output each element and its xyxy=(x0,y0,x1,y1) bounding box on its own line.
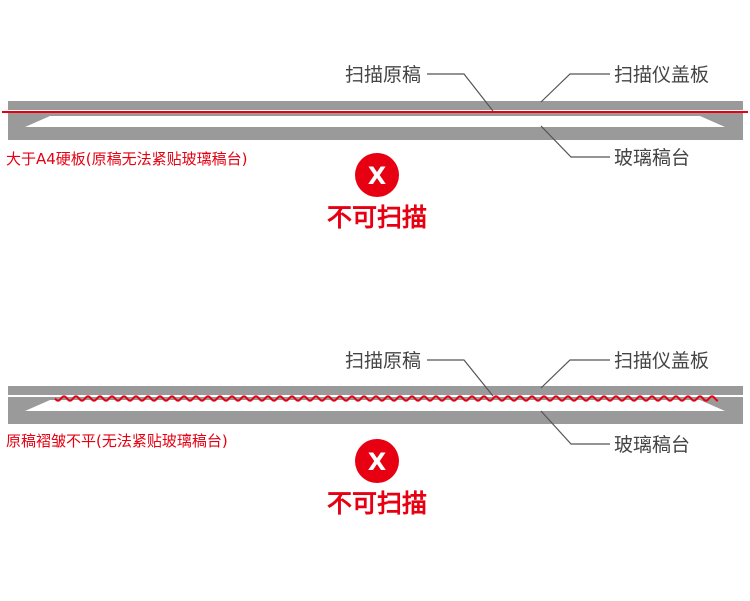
result-text: 不可扫描 xyxy=(327,203,427,232)
glass-platen xyxy=(8,113,743,140)
warning-text: 大于A4硬板(原稿无法紧贴玻璃稿台) xyxy=(6,150,248,168)
glass-platen xyxy=(8,397,743,424)
label-glass: 玻璃稿台 xyxy=(614,434,690,456)
leader-cover xyxy=(540,73,610,103)
warning-text: 原稿褶皱不平(无法紧贴玻璃稿台) xyxy=(6,432,228,450)
leader-glass xyxy=(540,125,610,158)
x-symbol: X xyxy=(368,162,387,190)
leader-document xyxy=(427,359,494,397)
label-glass: 玻璃稿台 xyxy=(614,147,690,169)
x-circle-icon: X xyxy=(355,439,399,483)
label-cover: 扫描仪盖板 xyxy=(614,350,709,372)
leader-cover xyxy=(540,359,610,389)
leader-document xyxy=(427,73,494,112)
scanner-cover-plate xyxy=(8,101,743,110)
scanner-cover-plate xyxy=(8,386,743,395)
result-text: 不可扫描 xyxy=(327,489,427,518)
wrinkled-document-wave xyxy=(54,395,719,402)
x-symbol: X xyxy=(368,448,387,476)
x-circle-icon: X xyxy=(355,153,399,197)
panel-wrinkled-document: 扫描原稿 扫描仪盖板 玻璃稿台 原稿褶皱不平(无法紧贴玻璃稿台) X 不可扫描 xyxy=(6,350,743,518)
panel-rigid-board: 扫描原稿 扫描仪盖板 玻璃稿台 大于A4硬板(原稿无法紧贴玻璃稿台) X 不可扫… xyxy=(2,64,748,232)
label-cover: 扫描仪盖板 xyxy=(614,64,709,86)
label-document: 扫描原稿 xyxy=(345,64,421,86)
label-document: 扫描原稿 xyxy=(345,350,421,372)
leader-glass xyxy=(540,410,610,445)
